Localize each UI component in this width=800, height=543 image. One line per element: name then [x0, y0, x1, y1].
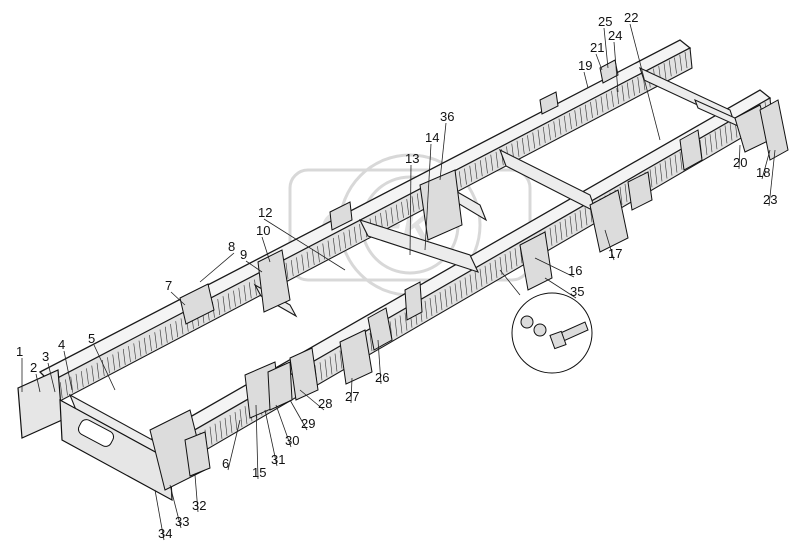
leader-line-33: [169, 484, 182, 529]
leader-line-13: [409, 164, 412, 256]
callout-label-6: 6: [222, 456, 229, 471]
cross-members: [68, 66, 739, 472]
callout-label-19: 19: [578, 58, 592, 73]
leader-line-8: [199, 252, 235, 283]
callout-label-24: 24: [608, 28, 622, 43]
bracket-9: [257, 249, 291, 313]
leader-line-23: [768, 149, 776, 207]
bracket-32: [184, 431, 211, 477]
leader-line-7: [170, 291, 186, 306]
callout-label-12: 12: [258, 205, 272, 220]
callout-label-23: 23: [763, 192, 777, 207]
callout-label-17: 17: [608, 246, 622, 261]
leader-line-17: [604, 229, 615, 261]
leader-line-19: [583, 71, 589, 89]
leader-line-12: [263, 218, 346, 271]
bracket-7: [179, 283, 215, 325]
leader-line-9: [245, 260, 263, 273]
callout-label-15: 15: [252, 465, 266, 480]
callout-label-7: 7: [165, 278, 172, 293]
leader-line-26: [377, 339, 382, 385]
leader-lines: [21, 23, 776, 541]
leader-line-20: [738, 144, 741, 170]
callout-label-3: 3: [42, 349, 49, 364]
callout-label-30: 30: [285, 433, 299, 448]
leader-line-34: [154, 489, 165, 541]
leader-line-24: [613, 41, 619, 93]
leader-line-28: [299, 389, 325, 411]
callout-label-22: 22: [624, 10, 638, 25]
callout-label-14: 14: [425, 130, 439, 145]
bracket-17: [589, 189, 629, 253]
washer-icon: [533, 323, 547, 337]
leader-line-29: [289, 399, 308, 431]
leader-line-4: [63, 350, 73, 391]
callout-label-28: 28: [318, 396, 332, 411]
callout-label-4: 4: [58, 337, 65, 352]
callout-label-34: 34: [158, 526, 172, 541]
callout-label-9: 9: [240, 247, 247, 262]
bracket-26: [367, 307, 393, 351]
callout-label-1: 1: [16, 344, 23, 359]
leader-line-15: [255, 404, 259, 480]
leader-line-2: [35, 373, 41, 393]
leader-line-10: [261, 236, 271, 263]
fastener-detail-inset: [499, 269, 593, 374]
leader-line-16: [534, 257, 575, 278]
callout-label-25: 25: [598, 14, 612, 29]
leader-line-25: [603, 27, 609, 69]
leader-line-14: [424, 143, 432, 251]
callout-label-21: 21: [590, 40, 604, 55]
leader-line-21: [595, 53, 603, 71]
bracket-35: [519, 231, 553, 291]
callout-label-13: 13: [405, 151, 419, 166]
callout-label-27: 27: [345, 389, 359, 404]
callout-label-33: 33: [175, 514, 189, 529]
callout-label-29: 29: [301, 416, 315, 431]
callout-label-35: 35: [570, 284, 584, 299]
leader-line-30: [275, 404, 292, 448]
callout-label-5: 5: [88, 331, 95, 346]
leader-line-18: [761, 149, 771, 180]
callout-label-10: 10: [256, 223, 270, 238]
leader-line-5: [93, 344, 116, 391]
callout-label-18: 18: [756, 165, 770, 180]
leader-line-32: [194, 474, 199, 513]
leader-line-31: [264, 409, 278, 467]
middle-cross-member: [358, 219, 480, 273]
callout-label-20: 20: [733, 155, 747, 170]
callout-label-36: 36: [440, 109, 454, 124]
rear-cross-member: [498, 148, 597, 214]
leader-line-35: [544, 277, 577, 299]
brackets: [149, 59, 789, 491]
callout-label-32: 32: [192, 498, 206, 513]
leader-line-6: [227, 419, 241, 471]
callout-label-26: 26: [375, 370, 389, 385]
callout-label-8: 8: [228, 239, 235, 254]
leader-line-3: [47, 362, 56, 393]
bracket-36: [419, 169, 463, 241]
nut-icon: [520, 315, 534, 329]
callout-label-31: 31: [271, 452, 285, 467]
leader-line-22: [629, 23, 661, 141]
callout-label-16: 16: [568, 263, 582, 278]
bracket-27: [339, 329, 373, 385]
leader-line-36: [439, 122, 447, 181]
front-bumper: [17, 369, 173, 502]
leader-line-27: [350, 377, 353, 404]
bracket-28: [289, 347, 319, 401]
callout-label-2: 2: [30, 360, 37, 375]
bracket-18: [759, 99, 789, 161]
